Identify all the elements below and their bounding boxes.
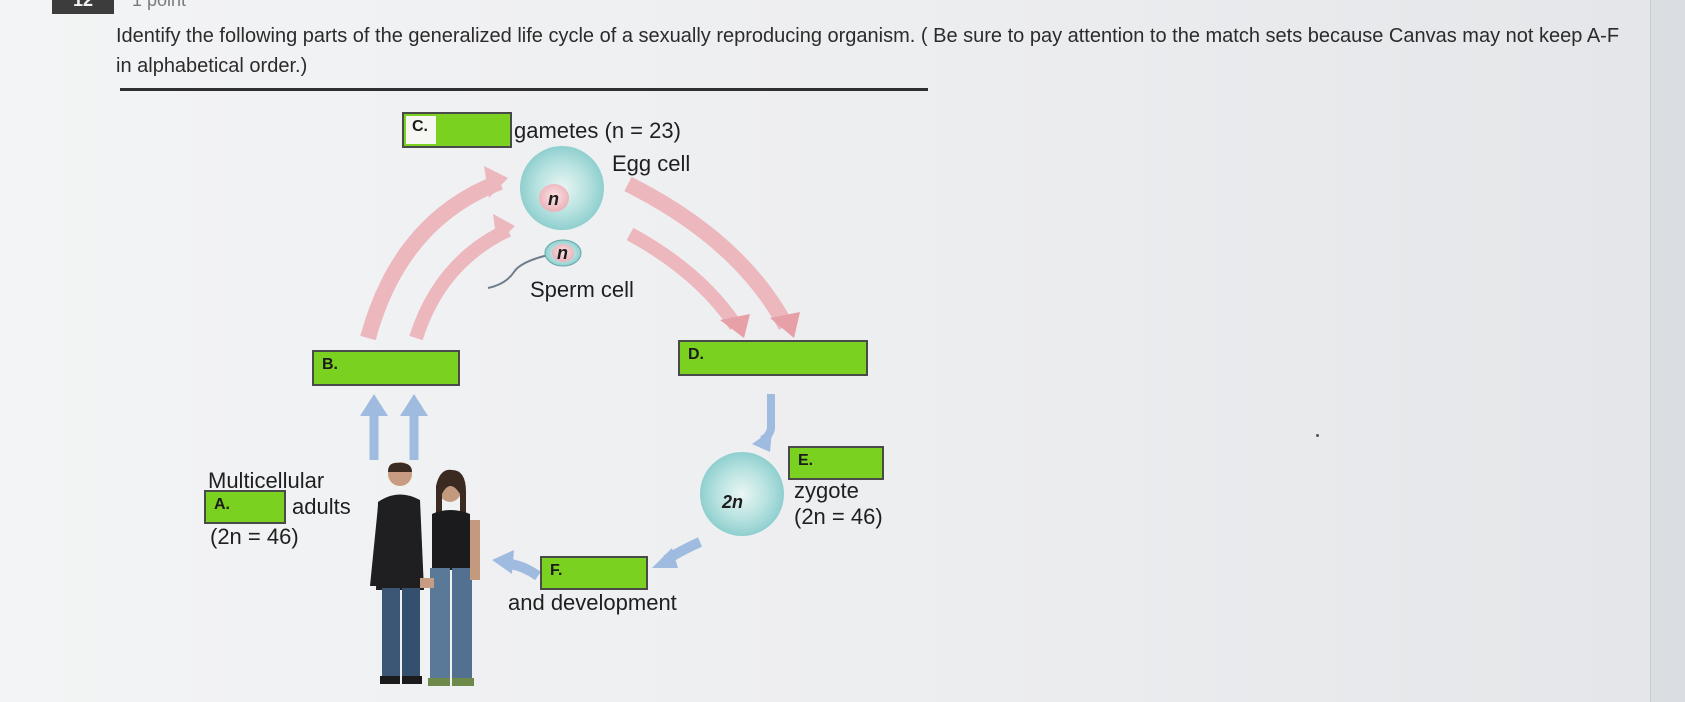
arrow-egg-to-d-inner-head [720,314,750,338]
arrow-f-to-adults-head [492,550,514,574]
adults-label: adults [292,494,351,519]
arrow-zygote-to-f-head [652,548,678,568]
zygote-count-label: (2n = 46) [794,504,883,529]
zygote-ploidy: 2n [721,492,743,512]
arrow-d-to-zygote-head [752,430,772,452]
arrow-egg-to-d-outer [624,176,794,330]
question-number: 12 [52,0,114,14]
arrow-b-to-egg-outer-head [484,166,508,198]
question-card: 12 1 point Identify the following parts … [0,0,1651,702]
question-prompt: Identify the following parts of the gene… [116,25,1620,77]
adults-count-label: (2n = 46) [210,524,299,549]
arrow-adults-to-b-right-head [400,394,428,416]
answer-box-f-letter: F. [550,562,563,579]
arrow-egg-to-d-inner [626,227,742,330]
cursor-dot [1316,434,1319,437]
answer-box-c[interactable]: C. [402,112,512,148]
arrow-b-to-egg-outer [360,174,503,341]
adult-couple-illustration [370,462,480,686]
egg-ploidy: n [548,189,559,209]
answer-box-d-letter: D. [688,346,704,363]
development-label: and development [508,590,677,615]
zygote-label: zygote [794,478,859,503]
answer-box-d[interactable]: D. [678,340,868,376]
sperm-tail [487,254,549,289]
answer-box-e-letter: E. [798,452,814,469]
arrow-egg-to-d-outer-head [770,312,800,338]
egg-cell-label: Egg cell [612,151,691,176]
arrow-b-to-egg-inner [409,223,512,341]
gametes-label: gametes (n = 23) [514,118,681,143]
divider [120,88,928,91]
answer-box-b-letter: B. [322,356,338,373]
answer-box-f[interactable]: F. [540,556,648,590]
points-label: 1 point [132,0,187,10]
answer-box-b[interactable]: B. [312,350,460,386]
arrow-f-to-adults [509,559,541,581]
answer-box-e[interactable]: E. [788,446,884,480]
egg-nucleus [539,184,569,212]
sperm-nucleus [552,244,574,262]
multicellular-label: Multicellular [208,468,325,493]
answer-box-c-letter: C. [412,118,428,135]
arrow-adults-to-b-left-head [360,394,388,416]
zygote-cell [700,452,784,536]
arrow-b-to-egg-inner-head [493,214,515,244]
answer-box-a[interactable]: A. [204,490,286,524]
sperm-ploidy: n [557,243,568,263]
answer-box-a-letter: A. [214,496,230,513]
sperm-cell-label: Sperm cell [530,277,634,302]
